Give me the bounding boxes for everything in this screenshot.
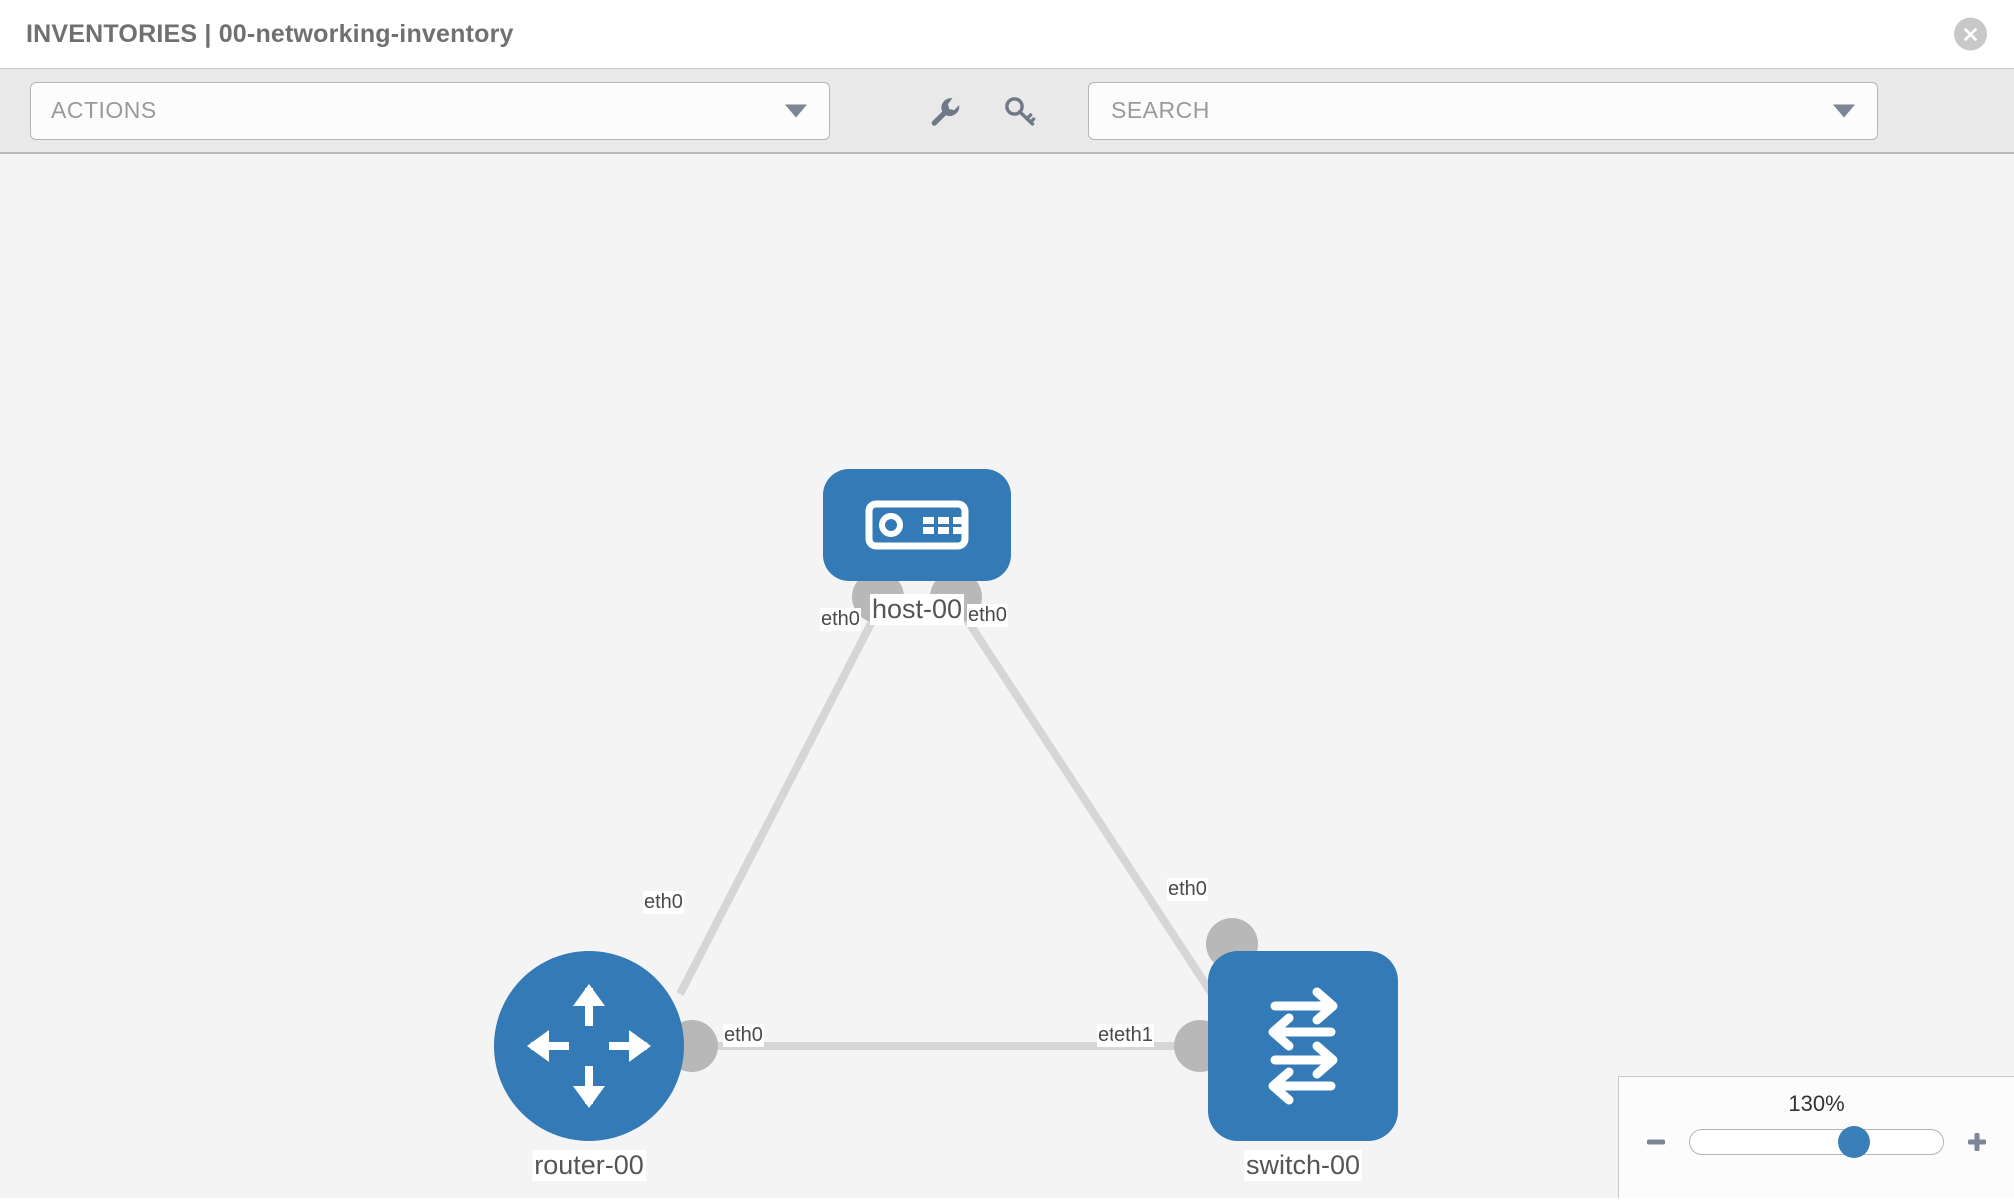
zoom-in-button[interactable] (1962, 1127, 1992, 1157)
node-host-00[interactable] (823, 469, 1011, 581)
edge-label-router-switch-src: eth0 (723, 1024, 764, 1047)
actions-dropdown-label: ACTIONS (51, 97, 157, 123)
toolbar-icon-group (924, 91, 1040, 131)
page-header: INVENTORIES | 00-networking-inventory (0, 0, 2014, 68)
search-field[interactable] (1088, 81, 1878, 140)
zoom-control-panel: 130% (1618, 1076, 2014, 1198)
edge-router-host[interactable] (676, 604, 884, 996)
edge-label-router-switch-dst: eth1 (1113, 1024, 1154, 1047)
zoom-out-button[interactable] (1641, 1127, 1671, 1157)
edge-label-host-right: eth0 (967, 604, 1008, 627)
toolbar: ACTIONS (0, 68, 2014, 154)
actions-dropdown[interactable]: ACTIONS (30, 81, 830, 140)
node-switch-00[interactable] (1208, 951, 1398, 1141)
chevron-down-icon (785, 104, 807, 117)
minus-icon (1647, 1139, 1665, 1145)
edge-label-router-host: eth0 (643, 891, 684, 914)
search-input[interactable] (1109, 96, 1857, 125)
topology-graph (494, 469, 1398, 1141)
topology-ports (666, 571, 1258, 1072)
edge-label-host-switch: eth0 (1167, 878, 1208, 901)
close-button[interactable] (1954, 17, 1987, 51)
node-label-router-00: router-00 (532, 1150, 646, 1182)
plus-icon (1968, 1133, 1986, 1151)
node-router-00[interactable] (494, 951, 684, 1141)
node-label-host-00: host-00 (869, 594, 965, 626)
topology-canvas[interactable]: host-00 router-00 switch-00 eth0 eth0 et… (0, 154, 2014, 1198)
zoom-slider-thumb[interactable] (1838, 1126, 1871, 1158)
close-icon (1963, 27, 1978, 42)
wrench-icon[interactable] (924, 91, 964, 131)
page-title: INVENTORIES | 00-networking-inventory (26, 19, 514, 48)
zoom-level-value: 130% (1788, 1091, 1845, 1116)
edge-host-switch[interactable] (954, 603, 1216, 997)
zoom-slider-row (1619, 1126, 2014, 1158)
key-icon[interactable] (1000, 91, 1040, 131)
topology-edges (676, 603, 1216, 1050)
edge-label-host-left: eth0 (820, 608, 861, 631)
node-label-switch-00: switch-00 (1243, 1150, 1363, 1182)
zoom-slider-track[interactable] (1689, 1126, 1944, 1158)
search-chevron-down-icon[interactable] (1833, 104, 1855, 117)
